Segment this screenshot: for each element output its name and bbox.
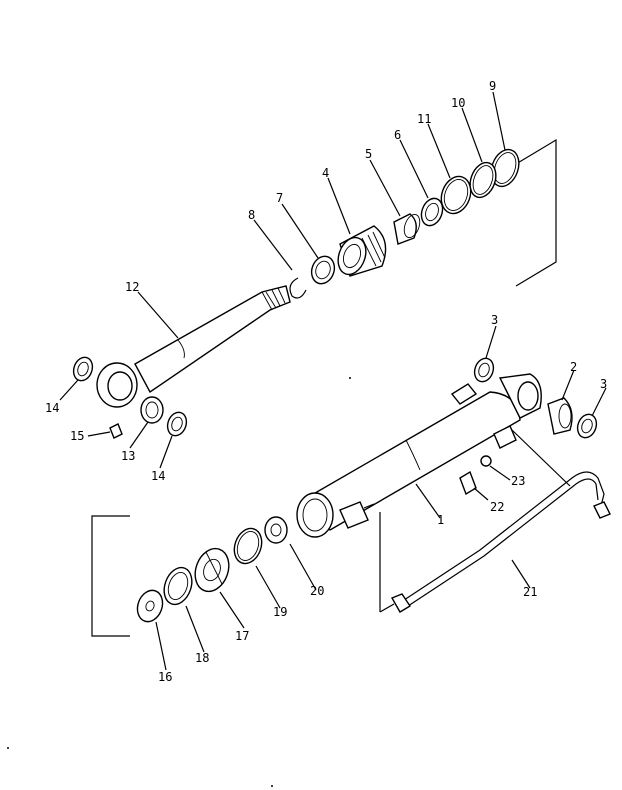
pipe-nut [390, 593, 411, 613]
nut-20 [264, 516, 288, 544]
bushing-13 [140, 396, 164, 424]
ring-18 [163, 566, 193, 606]
callout-21: 21 [523, 585, 537, 599]
tube-bracket [493, 425, 517, 449]
pipe-21 [397, 471, 605, 605]
callout-1: 1 [437, 513, 444, 527]
callout-10: 10 [451, 96, 465, 110]
callout-20: 20 [310, 584, 324, 598]
bushing-2 [547, 397, 573, 435]
seal-3b [576, 413, 598, 439]
callout-12: 12 [125, 280, 139, 294]
callout-22: 22 [490, 500, 504, 514]
callout-14-left: 14 [45, 401, 59, 415]
seal-14a [72, 356, 94, 382]
seal-14b [166, 411, 188, 437]
ring-19 [233, 527, 263, 565]
callout-17: 17 [235, 629, 249, 643]
seal-3a [473, 357, 495, 383]
callout-3-right: 3 [600, 377, 607, 391]
callout-8: 8 [248, 208, 255, 222]
ring-10 [469, 161, 497, 199]
grease-fitting-15 [109, 423, 123, 439]
washer-16 [136, 589, 164, 623]
ring-7 [310, 255, 336, 285]
o-ring-23 [480, 455, 492, 467]
tube-port [339, 501, 369, 529]
callout-15: 15 [70, 429, 84, 443]
tube-open-end [296, 492, 334, 538]
callout-3-upper: 3 [491, 313, 498, 327]
callout-9: 9 [489, 79, 496, 93]
bracket-lower [91, 515, 130, 637]
piston-17 [194, 547, 230, 593]
callout-labels: 1 2 3 3 4 5 6 7 8 9 10 11 12 13 14 14 15… [45, 79, 607, 684]
bushing-5 [393, 213, 417, 245]
callout-4: 4 [322, 166, 329, 180]
callout-11: 11 [417, 112, 431, 126]
leader-lines [59, 91, 607, 671]
pipe-end-fitting [593, 501, 611, 519]
callout-6: 6 [394, 128, 401, 142]
callout-18: 18 [195, 651, 209, 665]
callout-23: 23 [511, 474, 525, 488]
piston-rod-12 [134, 285, 291, 394]
callout-7: 7 [276, 191, 283, 205]
callout-14-right: 14 [151, 469, 165, 483]
port-block [450, 383, 478, 405]
callout-16: 16 [158, 670, 172, 684]
callout-19: 19 [273, 605, 287, 619]
callout-13: 13 [121, 449, 135, 463]
callout-2: 2 [570, 360, 577, 374]
fitting-22 [459, 470, 477, 496]
snap-ring-8 [289, 277, 307, 299]
bracket-upper [515, 138, 557, 287]
callout-5: 5 [365, 147, 372, 161]
